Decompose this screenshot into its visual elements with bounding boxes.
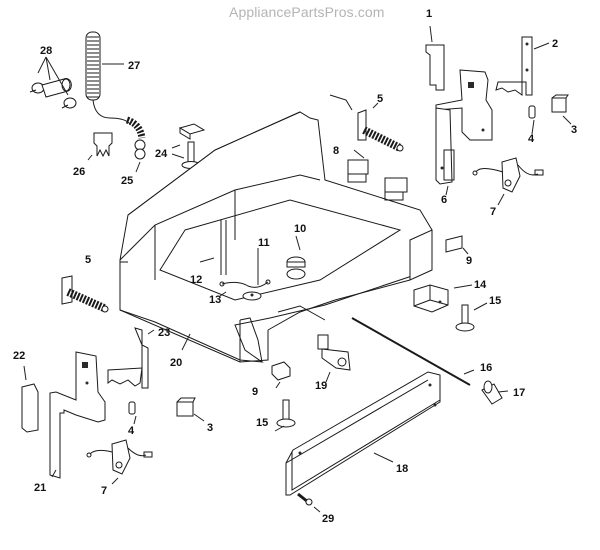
label-2: 2 <box>552 38 558 50</box>
label-4a: 4 <box>528 133 535 145</box>
part-2-hinge-arm[interactable] <box>495 36 533 96</box>
part-3-block-lower[interactable] <box>176 397 196 417</box>
label-10: 10 <box>294 223 306 235</box>
part-9-bracket-lower[interactable] <box>271 361 291 381</box>
label-9b: 9 <box>252 386 258 398</box>
part-8-terminal-block[interactable] <box>347 159 408 201</box>
part-21-bracket-plate[interactable] <box>49 351 106 479</box>
part-17-end-cap[interactable] <box>481 380 503 405</box>
label-14: 14 <box>474 279 487 291</box>
label-22: 22 <box>13 350 25 362</box>
part-4-clip-lower[interactable] <box>128 401 136 415</box>
part-15-screw-lower[interactable] <box>276 399 296 428</box>
label-16: 16 <box>480 362 492 374</box>
part-19-water-valve[interactable] <box>317 334 351 371</box>
label-6: 6 <box>441 194 447 206</box>
part-14-bracket-box[interactable] <box>413 284 449 313</box>
part-27-coiled-tube[interactable] <box>85 31 146 139</box>
label-5a: 5 <box>377 93 383 105</box>
part-9-bracket-upper[interactable] <box>445 235 463 253</box>
part-28-clamp-set[interactable] <box>29 78 77 109</box>
part-13-wire-harness[interactable] <box>219 279 271 288</box>
part-24-glide-screw[interactable] <box>178 123 206 169</box>
part-23-hinge-arm[interactable] <box>107 327 149 389</box>
label-27: 27 <box>128 60 140 72</box>
label-20: 20 <box>170 357 182 369</box>
part-18-toe-kick-channel[interactable] <box>285 371 441 496</box>
label-1: 1 <box>426 8 432 20</box>
part-7-switch-upper[interactable] <box>472 157 544 193</box>
part-5-spring-lower[interactable] <box>61 275 109 313</box>
part-22-latch-cover[interactable] <box>21 383 39 433</box>
part-26-clip[interactable] <box>93 132 113 158</box>
label-24: 24 <box>155 148 168 160</box>
label-21: 21 <box>34 482 46 494</box>
part-25-nozzle[interactable] <box>134 139 146 160</box>
part-16-rod[interactable] <box>351 317 471 386</box>
label-18: 18 <box>396 463 408 475</box>
part-10-grommets[interactable] <box>286 256 306 280</box>
label-7a: 7 <box>490 206 496 218</box>
part-15-screw-upper[interactable] <box>455 304 475 332</box>
label-19: 19 <box>315 380 327 392</box>
part-20-base-frame[interactable] <box>119 94 433 363</box>
part-3-block-upper[interactable] <box>551 94 569 113</box>
label-29: 29 <box>322 513 334 525</box>
leader-lines <box>23 25 572 513</box>
label-26: 26 <box>73 166 85 178</box>
part-29-screw[interactable] <box>297 492 313 506</box>
part-6-hinge-plate[interactable] <box>435 69 493 185</box>
label-3b: 3 <box>207 422 213 434</box>
label-8: 8 <box>333 145 339 157</box>
part-1-bracket[interactable] <box>425 44 445 91</box>
label-13: 13 <box>209 294 221 306</box>
part-4-clip-upper[interactable] <box>528 105 536 119</box>
label-3a: 3 <box>571 124 577 136</box>
label-7b: 7 <box>101 485 107 497</box>
label-23: 23 <box>158 327 170 339</box>
part-11-float[interactable] <box>242 291 262 301</box>
part-5-spring-upper[interactable] <box>357 109 404 152</box>
label-4b: 4 <box>128 425 135 437</box>
label-11: 11 <box>258 237 270 249</box>
label-15a: 15 <box>489 295 501 307</box>
label-12: 12 <box>190 274 202 286</box>
label-15b: 15 <box>256 417 268 429</box>
part-7-switch-lower[interactable] <box>86 439 153 475</box>
label-9a: 9 <box>466 255 472 267</box>
label-25: 25 <box>121 175 133 187</box>
watermark: AppliancePartsPros.com <box>229 4 385 20</box>
label-5b: 5 <box>85 254 91 266</box>
label-17: 17 <box>513 387 525 399</box>
label-28: 28 <box>40 45 52 57</box>
